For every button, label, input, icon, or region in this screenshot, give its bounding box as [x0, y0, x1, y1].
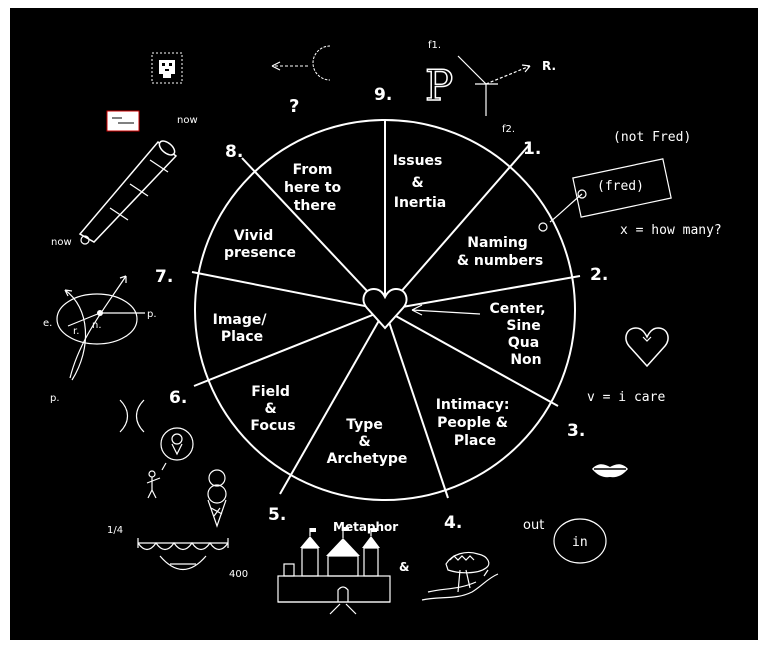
orbit-label-p: p.	[147, 309, 157, 320]
orbit-label-r: r.	[73, 326, 79, 337]
orbit-label-e: e.	[43, 318, 52, 329]
tag-label-icon	[539, 159, 671, 231]
number-1: 1.	[523, 139, 541, 159]
orbit-label-p2: p.	[50, 393, 60, 404]
question-mark: ?	[289, 96, 299, 117]
label-ampersand: &	[399, 560, 409, 574]
segment-vivid: Vivid presence	[224, 228, 296, 261]
moon-solid-icon	[238, 50, 255, 84]
number-8: 8.	[225, 142, 243, 162]
number-6: 6.	[169, 388, 187, 408]
mask-icon	[152, 53, 182, 83]
moon-outline-icon	[313, 46, 330, 80]
curved-brackets-icon	[120, 400, 144, 432]
label-in: in	[572, 535, 588, 550]
label-v-care: v = i care	[587, 390, 665, 405]
label-r: R.	[542, 59, 556, 73]
castle-icon	[278, 527, 390, 614]
label-now-bottom: now	[51, 237, 72, 248]
segment-issues: Issues & Inertia	[393, 153, 448, 211]
landscape-icon	[422, 552, 498, 600]
label-x-how-many: x = how many?	[620, 223, 722, 238]
diagram-canvas: Issues & Inertia Naming & numbers Center…	[10, 8, 758, 640]
envelope-icon	[107, 111, 139, 131]
wheel-diagram: Issues & Inertia Naming & numbers Center…	[10, 8, 758, 640]
label-not-fred: (not Fred)	[613, 130, 691, 145]
ice-cream-figure-icon	[147, 428, 226, 526]
wheel-spoke-3	[385, 276, 580, 310]
segment-type: Type & Archetype	[327, 417, 408, 467]
segment-field: Field & Focus	[250, 384, 295, 434]
label-four-hundred: 400	[229, 569, 248, 580]
number-3: 3.	[567, 421, 585, 441]
segment-naming: Naming & numbers	[457, 235, 543, 269]
label-f1: f1.	[428, 40, 441, 51]
scalloped-bridge-icon	[138, 538, 228, 570]
vector-diagram-icon	[458, 56, 530, 116]
label-fred: (fred)	[597, 179, 644, 194]
number-9: 9.	[374, 85, 392, 105]
p-outline-letter: P	[425, 61, 453, 110]
segment-intimacy: Intimacy: People & Place	[436, 397, 515, 449]
label-fraction: 1/4	[107, 525, 123, 536]
wheel-spoke-8	[192, 272, 385, 310]
segment-from: From here to there	[284, 162, 346, 214]
orbit-label-n: n.	[92, 320, 102, 331]
label-now-top: now	[177, 115, 198, 126]
segment-center: Center, Sine Qua Non	[490, 301, 551, 368]
number-2: 2.	[590, 265, 608, 285]
center-arrow-line	[412, 310, 480, 314]
number-5: 5.	[268, 505, 286, 525]
label-out: out	[523, 518, 544, 533]
number-4: 4.	[444, 513, 462, 533]
number-7: 7.	[155, 267, 173, 287]
label-f2: f2.	[502, 124, 515, 135]
telescope-icon	[80, 138, 177, 244]
lips-icon	[592, 464, 628, 477]
segment-image: Image/ Place	[213, 312, 272, 345]
outline-heart-icon	[626, 328, 668, 366]
